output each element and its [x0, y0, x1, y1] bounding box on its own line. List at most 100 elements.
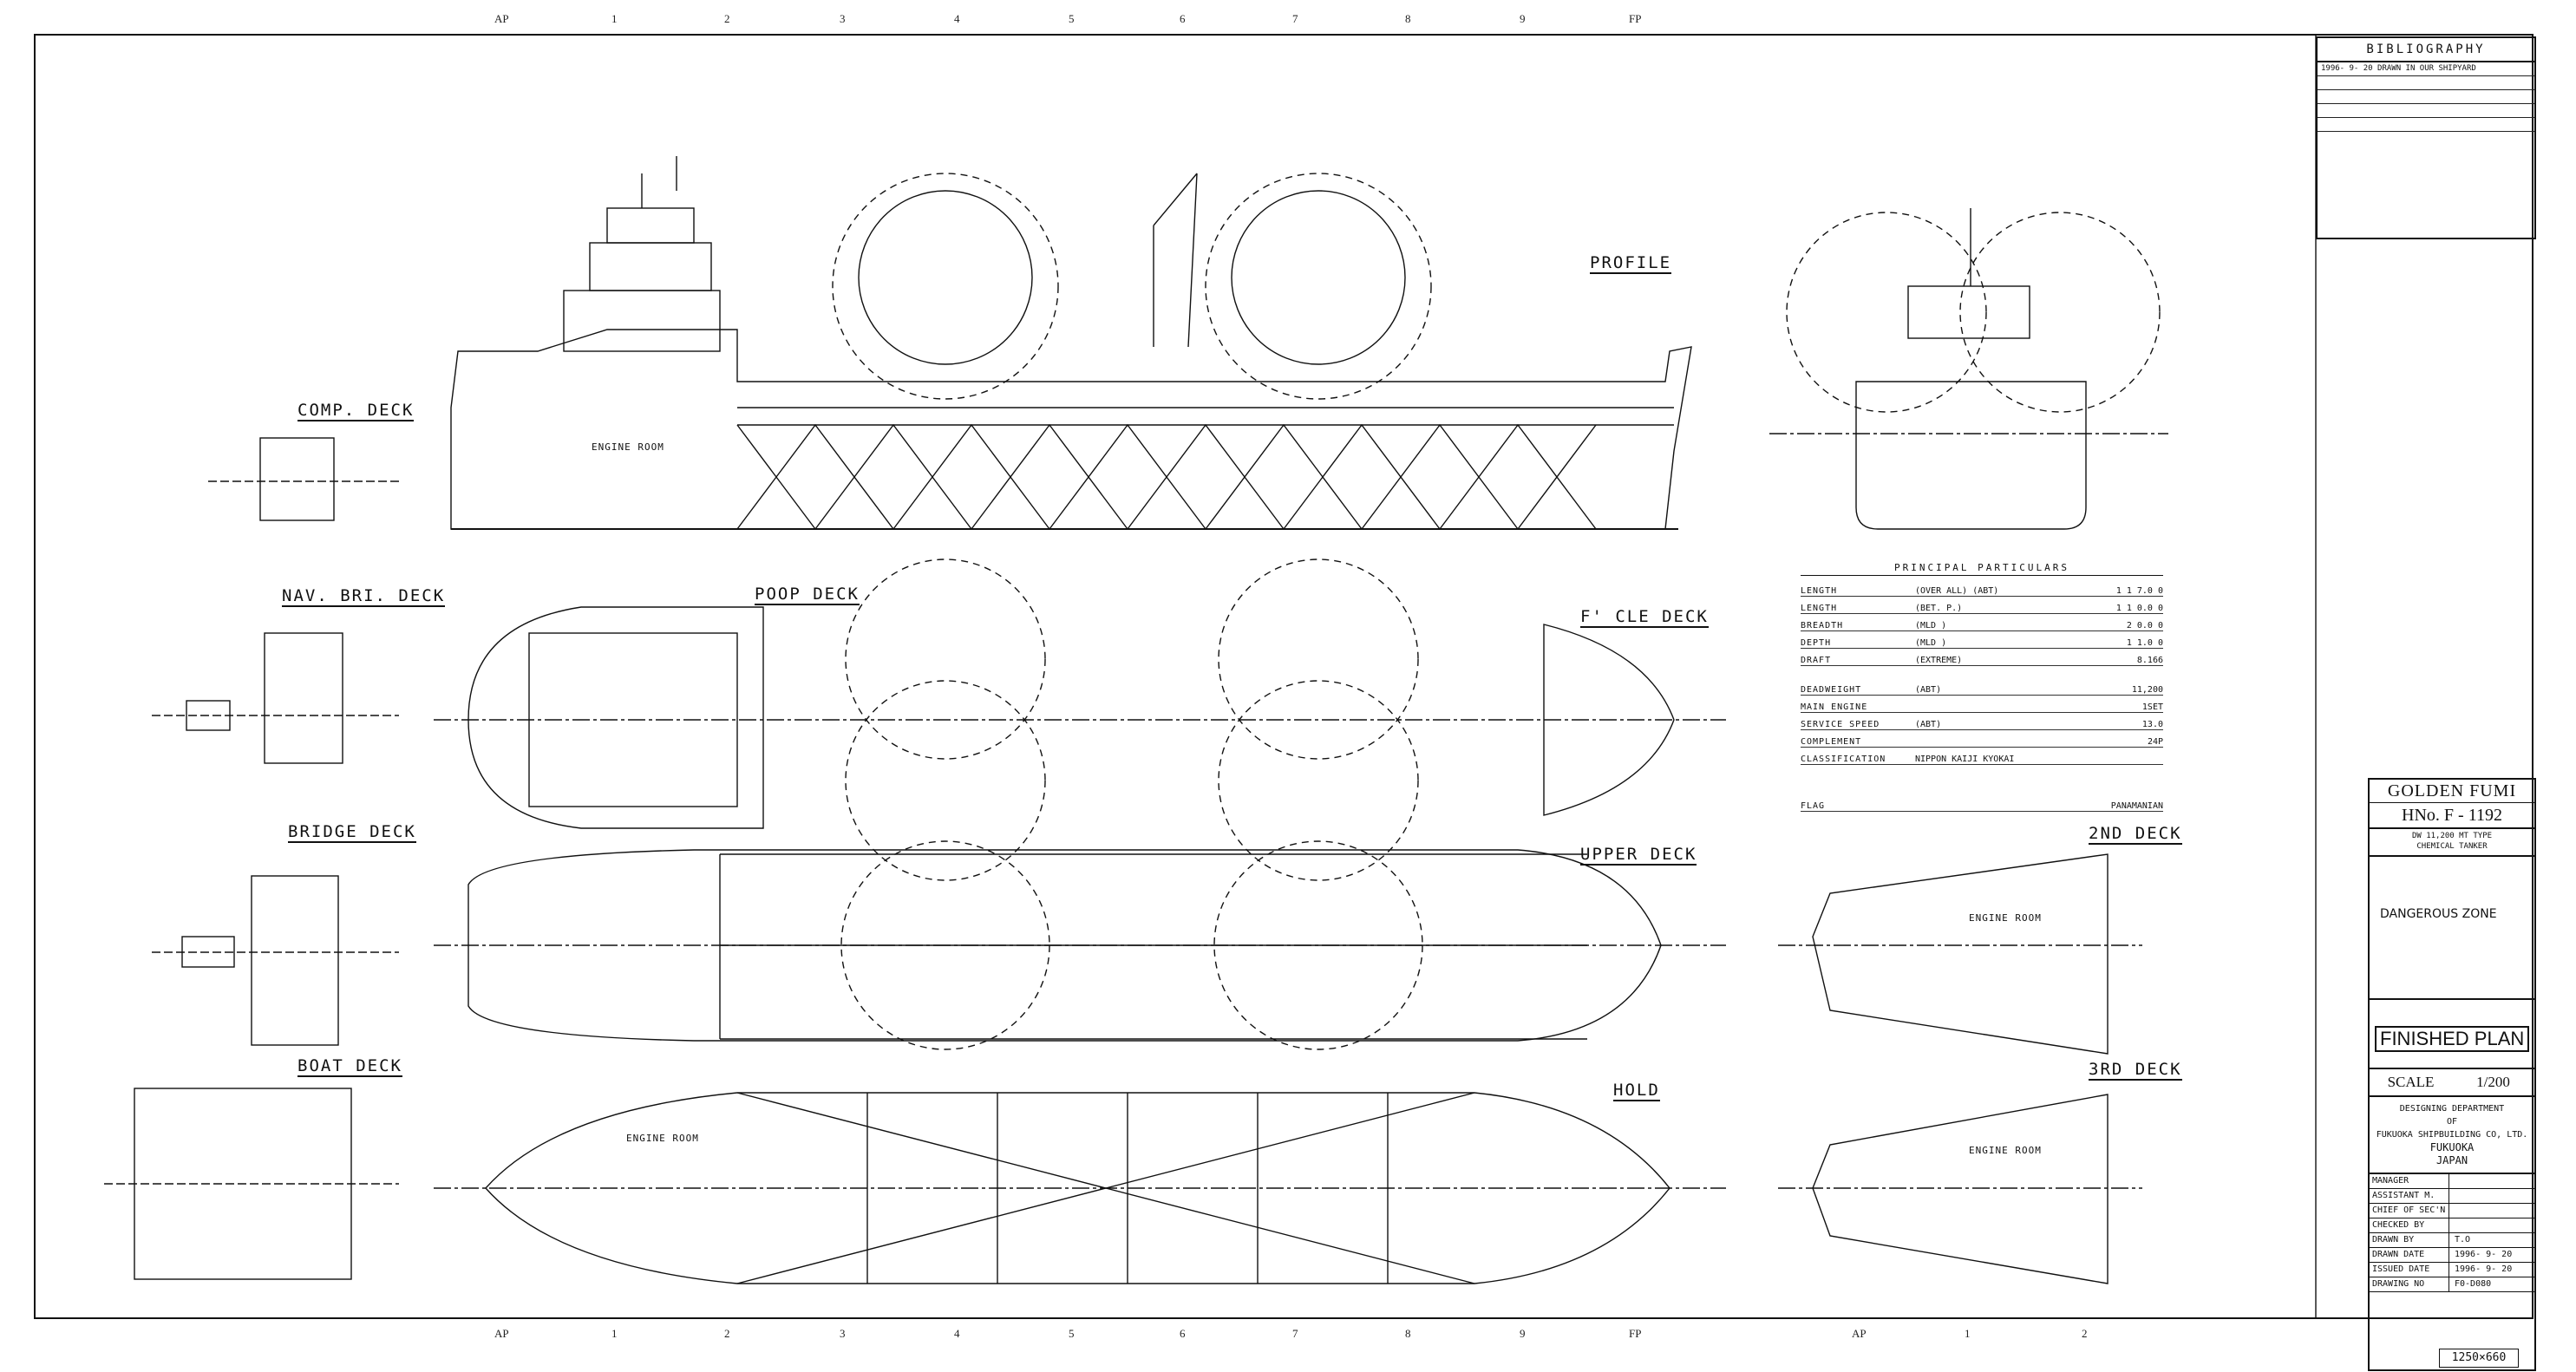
grid-1-bottom: 1 [611, 1327, 618, 1340]
dangerous-zone-note: DANGEROUS ZONE [2370, 857, 2534, 1000]
particulars-qualifier: (ABT) [1915, 685, 1942, 695]
grid-3-top: 3 [840, 12, 846, 25]
department-block: DESIGNING DEPARTMENT OF FUKUOKA SHIPBUIL… [2370, 1097, 2534, 1174]
engine-room-hold: ENGINE ROOM [626, 1133, 699, 1144]
grid-3-bottom: 3 [840, 1327, 846, 1340]
particulars-qualifier: (ABT) [1915, 720, 1942, 729]
second-deck-label: 2ND DECK [2089, 824, 2182, 845]
sig-key: MANAGER [2370, 1174, 2449, 1188]
sig-value: 1996- 9- 20 [2455, 1264, 2513, 1274]
sig-key: ISSUED DATE [2370, 1263, 2449, 1277]
bridge-deck-label: BRIDGE DECK [288, 822, 416, 843]
particulars-gap [1801, 765, 2163, 794]
particulars-row: BREADTH(MLD )2 0.0 0 [1801, 614, 2163, 631]
particulars-qualifier: (MLD ) [1915, 638, 1947, 648]
dept-line: OF [2446, 1117, 2458, 1127]
upper-deck-label: UPPER DECK [1580, 845, 1697, 866]
grid-9-top: 9 [1520, 12, 1526, 25]
dept-line: FUKUOKA SHIPBUILDING CO, LTD. [2376, 1130, 2528, 1140]
sheet-size: 1250×660 [2439, 1349, 2519, 1368]
particulars-key: MAIN ENGINE [1801, 702, 1868, 712]
particulars-qualifier: (OVER ALL) (ABT) [1915, 586, 1999, 596]
sig-value: F0-D080 [2455, 1279, 2492, 1289]
signature-row: MANAGER [2370, 1174, 2534, 1189]
ship-type-line2: CHEMICAL TANKER [2416, 842, 2488, 851]
particulars-row: SERVICE SPEED(ABT)13.0 [1801, 713, 2163, 730]
grid-9-bottom: 9 [1520, 1327, 1526, 1340]
bibliography-entry-empty [2318, 118, 2534, 132]
bibliography-title: BIBLIOGRAPHY [2318, 38, 2534, 62]
boat-deck-label: BOAT DECK [297, 1056, 402, 1077]
grid-2-bottom: 2 [724, 1327, 730, 1340]
sig-value: 1996- 9- 20 [2455, 1250, 2513, 1259]
particulars-key: LENGTH [1801, 586, 1838, 596]
particulars-row: DEPTH(MLD )1 1.0 0 [1801, 631, 2163, 649]
section-view [1769, 208, 2168, 530]
third-deck-plan [1778, 1094, 2142, 1284]
particulars-key: DEPTH [1801, 638, 1832, 648]
particulars-key: BREADTH [1801, 621, 1844, 630]
bibliography-entry: 1996- 9- 20 DRAWN IN OUR SHIPYARD [2318, 62, 2534, 76]
title-block: GOLDEN FUMI HNo. F - 1192 DW 11,200 MT T… [2368, 778, 2536, 1371]
third-deck-label: 3RD DECK [2089, 1060, 2182, 1081]
particulars-row: DEADWEIGHT(ABT)11,200 [1801, 678, 2163, 696]
sig-key: ASSISTANT M. [2370, 1189, 2449, 1203]
upper-deck-plan [434, 840, 1726, 1050]
hold-label: HOLD [1613, 1081, 1660, 1101]
grid-fp-bottom: FP [1629, 1327, 1642, 1340]
comp-deck-plan [208, 437, 399, 521]
hold-plan [434, 1092, 1726, 1284]
grid-6-bottom: 6 [1180, 1327, 1186, 1340]
grid-ap-bottom: AP [494, 1327, 509, 1340]
scale-row: SCALE 1/200 [2370, 1068, 2534, 1097]
sig-key: DRAWN DATE [2370, 1248, 2449, 1262]
grid-8-top: 8 [1405, 12, 1411, 25]
sig-value [2449, 1174, 2534, 1188]
principal-particulars-table: PRINCIPAL PARTICULARS LENGTH (OVER ALL) (… [1801, 562, 2163, 812]
grid-5-bottom: 5 [1069, 1327, 1075, 1340]
grid-4-top: 4 [954, 12, 960, 25]
engine-room-profile: ENGINE ROOM [592, 441, 664, 453]
grid-7-top: 7 [1292, 12, 1298, 25]
sig-value: T.O [2455, 1235, 2471, 1245]
dept-line: JAPAN [2435, 1154, 2468, 1166]
particulars-row: LENGTH(BET. P.)1 1 0.0 0 [1801, 597, 2163, 614]
nav-bri-deck-plan [152, 632, 399, 764]
grid-4-bottom: 4 [954, 1327, 960, 1340]
signature-row: CHIEF OF SEC'N [2370, 1204, 2534, 1218]
nav-bri-deck-label: NAV. BRI. DECK [282, 586, 446, 607]
grid-fp-top: FP [1629, 12, 1642, 25]
sig-key: CHECKED BY [2370, 1218, 2449, 1232]
particulars-key: COMPLEMENT [1801, 737, 1862, 747]
signature-row: ASSISTANT M. [2370, 1189, 2534, 1204]
particulars-gap [1801, 666, 2163, 678]
grid-1-bottom-2: 1 [1965, 1327, 1971, 1340]
sig-key: CHIEF OF SEC'N [2370, 1204, 2449, 1218]
hull-number: HNo. F - 1192 [2370, 803, 2534, 829]
particulars-value: 13.0 [2141, 720, 2163, 729]
grid-6-top: 6 [1180, 12, 1186, 25]
profile-view [450, 156, 1692, 531]
particulars-row: LENGTH (OVER ALL) (ABT) 1 1 7.0 0 [1801, 579, 2163, 597]
dept-line: DESIGNING DEPARTMENT [2399, 1104, 2505, 1114]
particulars-qualifier: (BET. P.) [1915, 604, 1963, 613]
engine-room-2nd: ENGINE ROOM [1969, 912, 2042, 924]
particulars-value: 24P [2147, 737, 2163, 747]
sig-value [2449, 1189, 2534, 1203]
engine-room-3rd: ENGINE ROOM [1969, 1145, 2042, 1156]
grid-7-bottom: 7 [1292, 1327, 1298, 1340]
sig-key: DRAWN BY [2370, 1233, 2449, 1247]
grid-8-bottom: 8 [1405, 1327, 1411, 1340]
grid-ap-top: AP [494, 12, 509, 25]
particulars-qualifier: (MLD ) [1915, 621, 1947, 630]
particulars-title: PRINCIPAL PARTICULARS [1801, 562, 2163, 576]
particulars-value: 8.166 [2136, 656, 2163, 665]
dept-line: FUKUOKA [2429, 1141, 2475, 1153]
particulars-value: 1 1 7.0 0 [2115, 586, 2163, 596]
particulars-qualifier: NIPPON KAIJI KYOKAI [1915, 755, 2015, 764]
ship-type-line1: DW 11,200 MT TYPE [2411, 832, 2493, 840]
comp-deck-label: COMP. DECK [297, 401, 415, 421]
